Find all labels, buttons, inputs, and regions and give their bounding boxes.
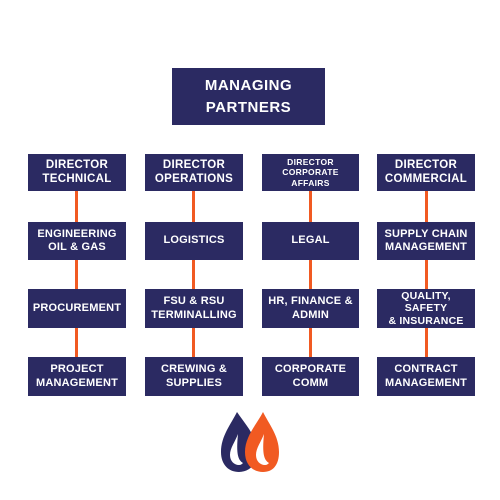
corporate-comm-box: CORPORATE COMM xyxy=(262,357,359,396)
director-technical-box: DIRECTOR TECHNICAL xyxy=(28,154,126,191)
connector-line xyxy=(75,190,78,223)
legal-box: LEGAL xyxy=(262,222,359,260)
connector-line xyxy=(75,327,78,358)
fsu-rsu-terminalling-box: FSU & RSU TERMINALLING xyxy=(145,289,243,328)
director-commercial-box: DIRECTOR COMMERCIAL xyxy=(377,154,475,191)
connector-line xyxy=(309,259,312,290)
connector-line xyxy=(192,190,195,223)
supply-chain-management-box: SUPPLY CHAIN MANAGEMENT xyxy=(377,222,475,260)
connector-line xyxy=(425,327,428,358)
connector-line xyxy=(425,190,428,223)
managing-partners-box: MANAGING PARTNERS xyxy=(172,68,325,125)
hr-finance-admin-box: HR, FINANCE & ADMIN xyxy=(262,289,359,328)
procurement-box: PROCUREMENT xyxy=(28,289,126,328)
connector-line xyxy=(309,327,312,358)
connector-line xyxy=(192,327,195,358)
logistics-box: LOGISTICS xyxy=(145,222,243,260)
director-corporate-affairs-box: DIRECTOR CORPORATE AFFAIRS xyxy=(262,154,359,191)
connector-line xyxy=(309,190,312,223)
quality-safety-insurance-box: QUALITY, SAFETY & INSURANCE xyxy=(377,289,475,328)
director-operations-box: DIRECTOR OPERATIONS xyxy=(145,154,243,191)
twin-droplet-logo-icon xyxy=(221,412,279,472)
crewing-supplies-box: CREWING & SUPPLIES xyxy=(145,357,243,396)
connector-line xyxy=(425,259,428,290)
engineering-oil-gas-box: ENGINEERING OIL & GAS xyxy=(28,222,126,260)
project-management-box: PROJECT MANAGEMENT xyxy=(28,357,126,396)
contract-management-box: CONTRACT MANAGEMENT xyxy=(377,357,475,396)
connector-line xyxy=(192,259,195,290)
connector-line xyxy=(75,259,78,290)
